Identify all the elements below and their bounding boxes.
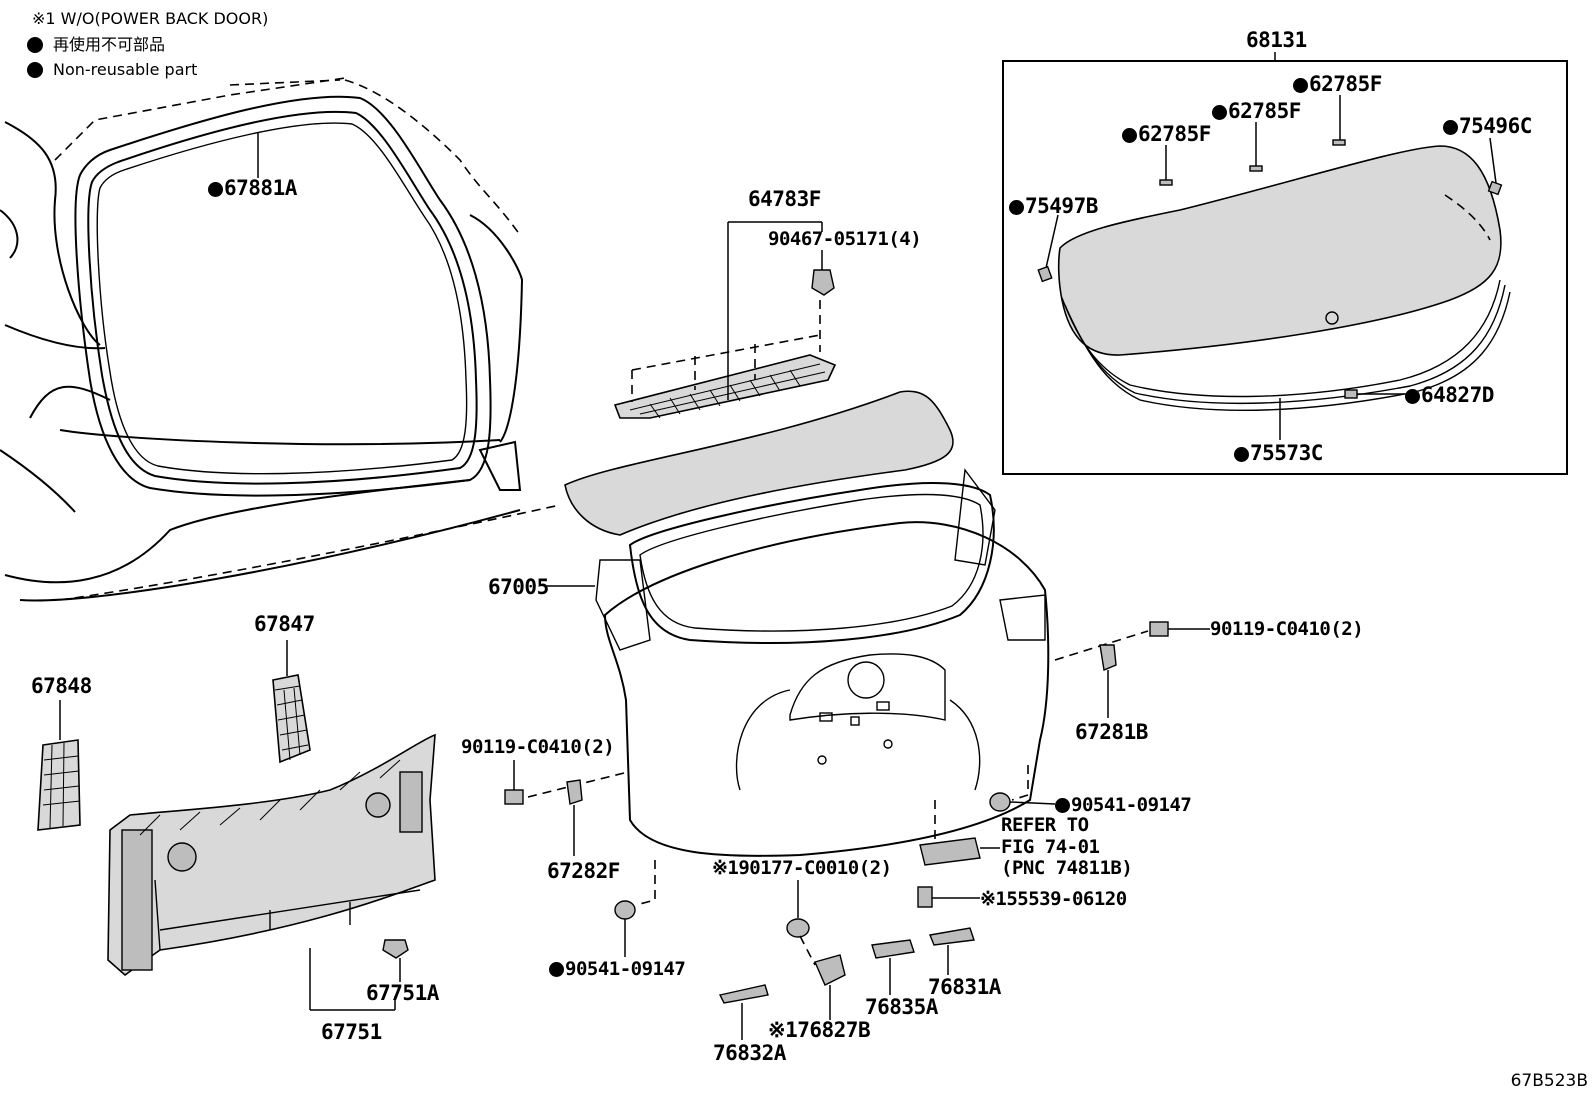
side-trim-covers [37,640,311,831]
lower-trim-board [107,733,436,1011]
part-label-67848: 67848 [31,676,92,697]
non-reusable-dot [1122,128,1137,143]
part-label-68131: 68131 [1246,30,1307,51]
figure-id: 67B523B [1510,1071,1588,1091]
part-code: 64783F [748,187,821,211]
part-code: 90541-09147 [565,958,686,980]
part-code: ※176827B [768,1018,871,1042]
bullet-dot [27,37,43,53]
part-label-76827B: ※176827B [768,1018,871,1042]
part-code: 62785F [1309,72,1382,96]
part-label-76832A: 76832A [713,1043,786,1064]
part-label-90541-09147-left: 90541-09147 [549,958,686,980]
non-reusable-dot [1234,447,1249,462]
non-reusable-dot [1055,798,1070,813]
part-label-67751: 67751 [321,1022,382,1043]
part-label-67847: 67847 [254,614,315,635]
part-label-67282F: 67282F [547,861,620,882]
part-code: 67848 [31,674,92,698]
non-reusable-dot [1212,105,1227,120]
part-code: 62785F [1138,122,1211,146]
part-code: 62785F [1228,99,1301,123]
legend-non-reusable-jp-text: 再使用不可部品 [53,35,166,54]
non-reusable-dot [208,182,223,197]
part-code: 67751A [366,981,439,1005]
part-code: 67282F [547,859,620,883]
part-label-62785F-b: 62785F [1212,101,1301,122]
part-code: ※155539-06120 [980,888,1127,910]
part-code: 64827D [1421,383,1494,407]
part-code: 90119-C0410(2) [1210,618,1364,640]
part-label-67281B: 67281B [1075,722,1148,743]
reference-line3: (PNC 74811B) [1001,857,1133,879]
part-label-90119-C0410-right: 90119-C0410(2) [1210,618,1364,640]
part-label-76835A: 76835A [865,997,938,1018]
part-code: 68131 [1246,28,1307,52]
part-label-64827D: 64827D [1405,385,1494,406]
part-label-67881A: 67881A [208,178,297,199]
non-reusable-dot [1009,200,1024,215]
bullet-dot [27,62,43,78]
part-label-75496C: 75496C [1443,116,1532,137]
part-code: 75496C [1459,114,1532,138]
back-door-panel [545,390,1050,857]
part-code: 67005 [488,575,549,599]
part-code: 76835A [865,995,938,1019]
part-label-90541-09147-right: 90541-09147 [1055,794,1192,816]
part-label-64783F: 64783F [748,189,821,210]
legend-non-reusable-jp: 再使用不可部品 [27,37,165,53]
glass-assembly-box [1002,52,1568,475]
part-label-90177-C0010: ※190177-C0010(2) [712,859,892,878]
part-code: 67847 [254,612,315,636]
part-label-75573C: 75573C [1234,443,1323,464]
part-code: 76832A [713,1041,786,1065]
part-label-67751A: 67751A [366,983,439,1004]
part-code: 90467-05171(4) [768,228,922,250]
legend-non-reusable-en: Non-reusable part [27,62,197,78]
part-label-90119-C0410-left: 90119-C0410(2) [461,736,615,758]
part-label-90467-05171: 90467-05171(4) [768,228,922,250]
part-label-62785F-a: 62785F [1122,124,1211,145]
part-code: 75573C [1250,441,1323,465]
reference-line2: FIG 74-01 [1001,836,1100,858]
non-reusable-dot [549,962,564,977]
part-code: 67751 [321,1020,382,1044]
non-reusable-dot [1443,120,1458,135]
part-label-75497B: 75497B [1009,196,1098,217]
part-code: 75497B [1025,194,1098,218]
part-code: 76831A [928,975,1001,999]
non-reusable-dot [1405,389,1420,404]
hardware-items [257,133,1210,1040]
part-label-62785F-c: 62785F [1293,74,1382,95]
part-label-67005: 67005 [488,577,549,598]
reference-line1: REFER TO [1001,814,1089,836]
non-reusable-dot [1293,78,1308,93]
part-code: 67881A [224,176,297,200]
part-label-55539-06120: ※155539-06120 [980,890,1127,909]
part-code: 67281B [1075,720,1148,744]
vehicle-body-outline [0,77,561,602]
part-label-76831A: 76831A [928,977,1001,998]
part-code: 90119-C0410(2) [461,736,615,758]
upper-trim-part [613,221,837,419]
part-code: 90541-09147 [1071,794,1192,816]
part-code: ※190177-C0010(2) [712,857,892,879]
legend-non-reusable-en-text: Non-reusable part [53,60,198,79]
legend-note: ※1 W/O(POWER BACK DOOR) [32,9,269,28]
